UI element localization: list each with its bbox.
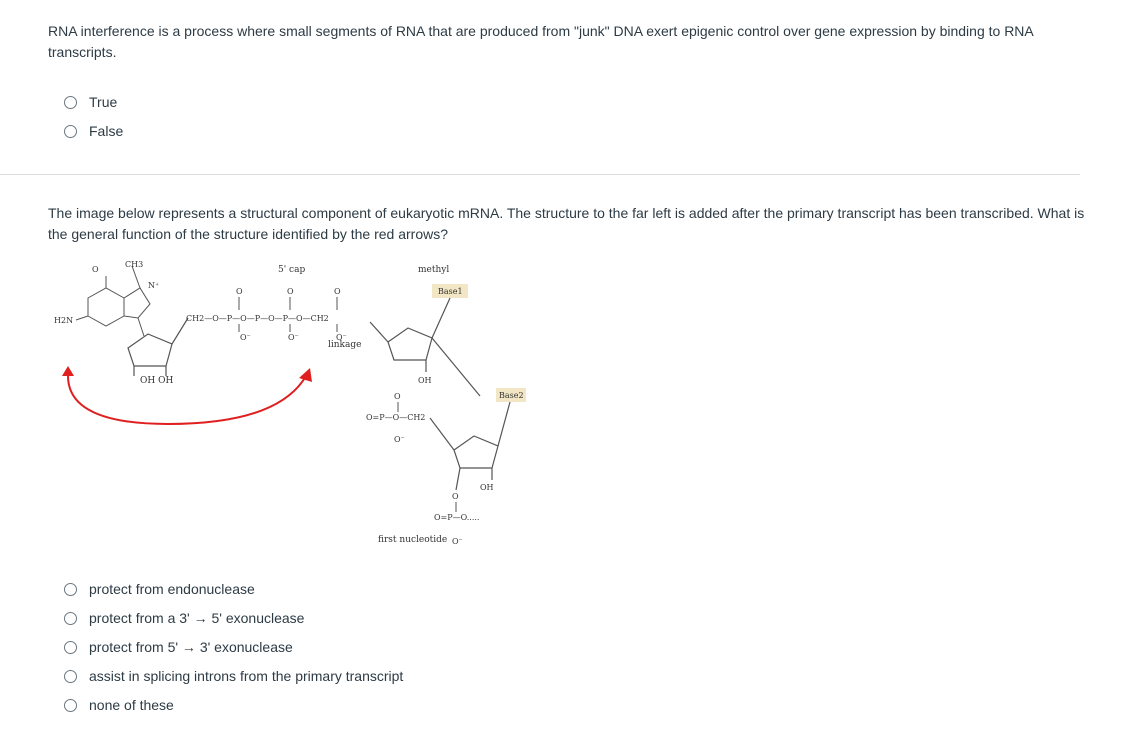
h2n-label: H2N [54,316,73,325]
question-divider [0,174,1080,175]
answer-label: assist in splicing introns from the prim… [89,668,404,684]
radio-button[interactable] [64,124,77,138]
svg-text:O: O [287,287,294,296]
phosphate-bonds [238,297,338,332]
arrowhead-right-icon [299,368,312,382]
svg-text:O⁻: O⁻ [240,333,251,342]
cap-structure-diagram: 5' cap methyl linkage first nucleotide O… [54,260,526,546]
answer-label: True [89,94,118,110]
answer-label: protect from a 3' → 5' exonuclease [89,610,305,626]
oxygen-label: O [92,265,99,274]
oxygen-minus-label: O⁻ [452,537,463,546]
cap-oh-oh-label: OH OH [140,376,173,386]
answer-label: False [89,123,124,139]
answer-assist-splicing[interactable]: assist in splicing introns from the prim… [64,666,403,686]
svg-text:methyl: methyl [418,265,449,275]
svg-text:O: O [334,287,341,296]
ch3-label: CH3 [125,260,143,269]
second-oh-label: OH [480,483,494,492]
radio-button[interactable] [64,582,77,596]
answer-label: none of these [89,697,174,713]
svg-text:5' cap: 5' cap [278,265,305,275]
second-ribose [429,401,511,491]
answer-protect-endonuclease[interactable]: protect from endonuclease [64,579,255,599]
svg-text:linkage: linkage [328,340,361,350]
radio-button[interactable] [64,698,77,712]
answer-label: protect from 5' → 3' exonuclease [89,639,293,655]
svg-text:O: O [236,287,243,296]
answer-protect-3-5-exonuclease[interactable]: protect from a 3' → 5' exonuclease [64,608,304,628]
oxygen-label: O [394,392,401,401]
oxygen-minus-label: O⁻ [394,435,405,444]
base1-label: Base1 [438,287,463,296]
svg-text:first nucleotide: first nucleotide [378,535,447,545]
arrowhead-left-icon [62,366,74,376]
answer-none-of-these[interactable]: none of these [64,695,174,715]
n-plus-label: N⁺ [148,281,159,290]
guanine-base [75,265,151,337]
radio-button[interactable] [64,95,77,109]
radio-button[interactable] [64,669,77,683]
question-1-text: RNA interference is a process where smal… [48,23,1033,60]
end-phosphate-label: O=P—O..... [434,513,479,522]
radio-button[interactable] [64,611,77,625]
red-arrow [62,366,312,426]
answer-true[interactable]: True [64,92,117,112]
answer-false[interactable]: False [64,121,123,141]
oxygen-label: O [452,492,459,501]
svg-text:O⁻: O⁻ [336,333,347,342]
mrna-cap-structure-figure: 5' cap methyl linkage first nucleotide O… [48,252,528,552]
link-phosphate-label: O=P—O—CH2 [366,413,425,422]
answer-label: protect from endonuclease [89,581,255,597]
triphosphate-chain: CH2—O—P—O—P—O—P—O—CH2 [186,314,329,323]
svg-text:O⁻: O⁻ [288,333,299,342]
first-oh-label: OH [418,376,432,385]
question-2-text: The image below represents a structural … [48,205,1085,242]
cap-ribose [127,317,189,376]
answer-protect-5-3-exonuclease[interactable]: protect from 5' → 3' exonuclease [64,637,293,657]
first-ribose [369,297,481,397]
base2-label: Base2 [499,391,524,400]
base2-box [496,388,526,402]
radio-button[interactable] [64,640,77,654]
base1-box [432,284,468,298]
